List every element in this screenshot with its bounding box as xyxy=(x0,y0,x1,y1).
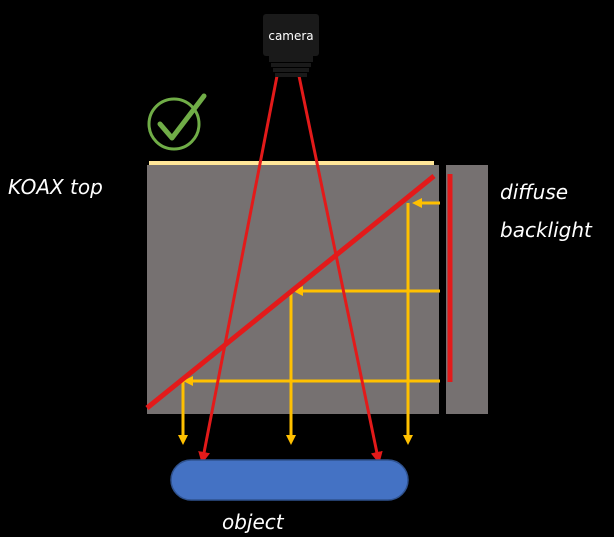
light-rays xyxy=(178,198,440,445)
camera-ray-left xyxy=(198,75,279,464)
diffuse-label: diffuse xyxy=(500,180,569,204)
beam-splitter xyxy=(145,174,436,410)
object-label: object xyxy=(222,510,284,534)
object-shape xyxy=(170,459,409,501)
camera-icon: camera xyxy=(263,14,319,77)
camera-label: camera xyxy=(268,29,313,43)
backlight-panel xyxy=(446,165,488,414)
koax-top-strip xyxy=(149,161,434,165)
check-circle-icon xyxy=(147,93,207,151)
koax-top-label: KOAX top xyxy=(8,175,103,199)
backlight-label: backlight xyxy=(500,218,592,242)
camera-ray-right xyxy=(297,75,383,464)
